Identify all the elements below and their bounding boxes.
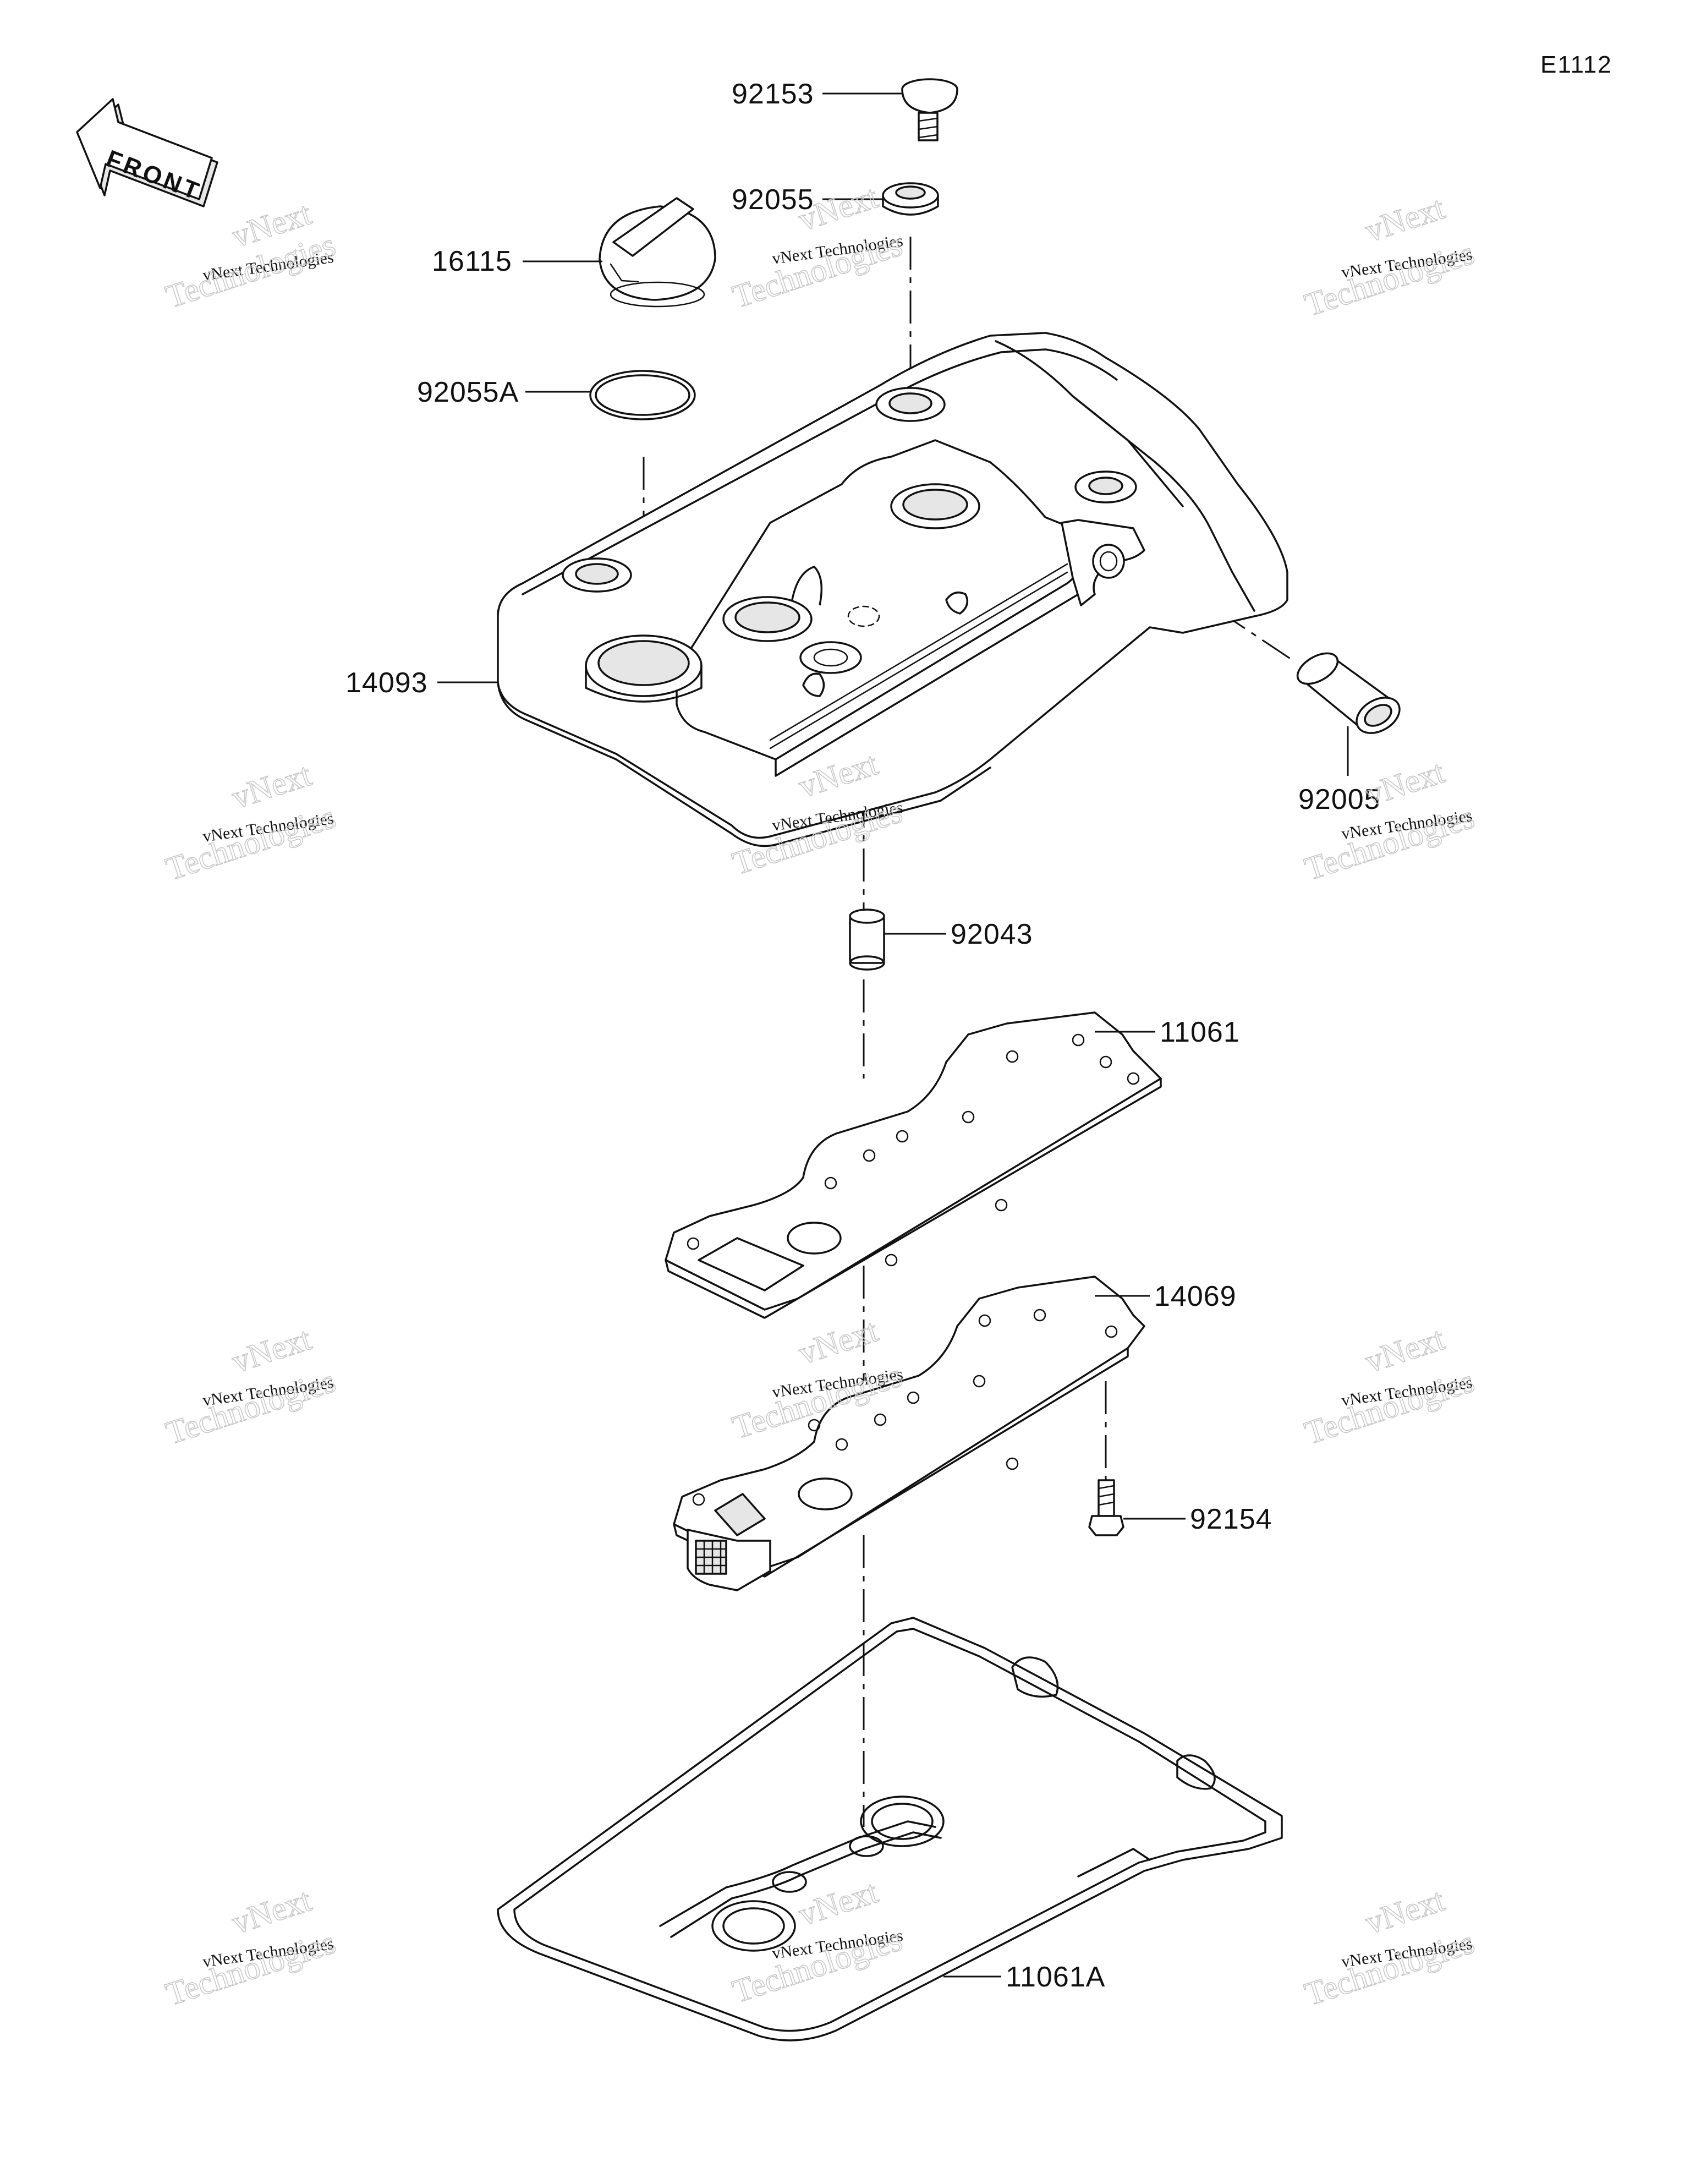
svg-text:Technologies: Technologies — [1301, 1362, 1479, 1451]
gasket-11061 — [665, 1011, 1162, 1319]
svg-text:vNext: vNext — [1361, 189, 1449, 249]
svg-text:Technologies: Technologies — [1301, 1924, 1479, 2012]
watermark-3: vNext Technologies vNext Technologies — [1300, 189, 1479, 324]
svg-text:Technologies: Technologies — [1301, 234, 1479, 323]
svg-text:Technologies: Technologies — [728, 226, 907, 315]
watermark-6: vNext Technologies vNext Technologies — [1300, 753, 1479, 888]
svg-text:vNext: vNext — [794, 1873, 882, 1933]
fitting-92005 — [1296, 652, 1401, 734]
dowel-92043 — [849, 908, 885, 971]
head-cover-14093 — [497, 332, 1288, 847]
label-92005: 92005 — [1298, 784, 1381, 815]
cover-plate-14069 — [673, 1276, 1145, 1591]
label-11061: 11061 — [1160, 1016, 1240, 1048]
washer-92055 — [882, 182, 939, 216]
watermark-9: vNext Technologies vNext Technologies — [1300, 1320, 1479, 1452]
label-14093: 14093 — [345, 667, 428, 699]
watermark-11: vNext Technologies vNext Technologies — [728, 1873, 907, 2010]
watermark-10: vNext Technologies vNext Technologies — [161, 1881, 340, 2013]
watermark-12: vNext Technologies vNext Technologies — [1300, 1881, 1479, 2013]
svg-text:vNext: vNext — [1361, 1881, 1449, 1941]
svg-text:vNext: vNext — [794, 1312, 882, 1371]
label-14069: 14069 — [1154, 1280, 1237, 1312]
label-92154: 92154 — [1190, 1503, 1272, 1535]
svg-text:vNext: vNext — [1361, 753, 1449, 813]
bolt-92153 — [901, 78, 958, 141]
o-ring-92055A — [589, 370, 696, 420]
label-92153: 92153 — [732, 78, 814, 110]
front-arrow-icon: FRONT — [76, 98, 218, 207]
label-92055A: 92055A — [417, 376, 519, 408]
bolt-92154 — [1088, 1479, 1124, 1536]
gasket-11061A — [497, 1617, 1283, 2041]
label-11061A: 11061A — [1006, 1961, 1105, 1993]
label-92043: 92043 — [951, 918, 1033, 950]
label-16115: 16115 — [432, 245, 512, 277]
oil-cap-16115 — [599, 197, 716, 308]
watermark-7: vNext Technologies vNext Technologies — [161, 1320, 340, 1452]
svg-text:vNext: vNext — [1361, 1320, 1449, 1380]
diagram-code: E1112 — [1540, 51, 1612, 78]
watermark-1: vNext Technologies vNext Technologies — [161, 194, 340, 315]
watermark-4: vNext Technologies vNext Technologies — [161, 756, 340, 888]
label-92055: 92055 — [732, 184, 814, 216]
connector-pins-icon — [695, 1540, 727, 1575]
